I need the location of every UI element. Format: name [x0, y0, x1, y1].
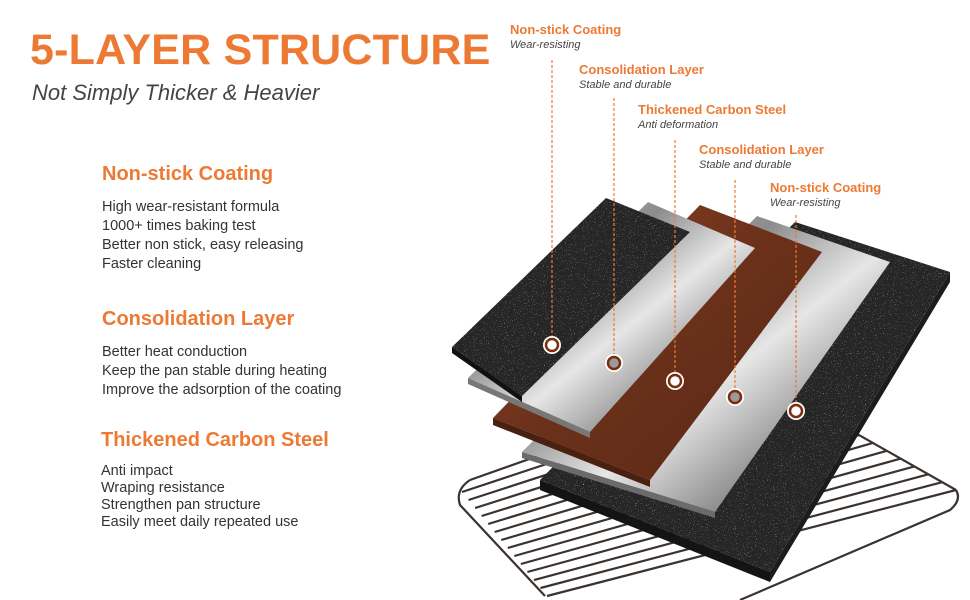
feature-item: Better non stick, easy releasing: [102, 237, 304, 253]
callout-subtitle: Anti deformation: [638, 119, 719, 131]
callout-thickened-carbon-steel: Thickened Carbon Steel Anti deformation: [638, 102, 786, 133]
feature-item: 1000+ times baking test: [102, 218, 256, 234]
section-thickened-carbon-steel: Thickened Carbon Steel Anti impact Wrapi…: [101, 429, 329, 531]
feature-item: Anti impact: [101, 463, 173, 479]
callout-subtitle: Stable and durable: [579, 79, 672, 91]
section-heading: Consolidation Layer: [102, 308, 295, 330]
callout-title: Non-stick Coating: [770, 180, 882, 195]
feature-item: Keep the pan stable during heating: [102, 363, 327, 379]
callout-title: Non-stick Coating: [510, 22, 622, 37]
feature-item: High wear-resistant formula: [102, 199, 280, 215]
callout-subtitle: Wear-resisting: [510, 39, 581, 51]
callout-title: Consolidation Layer: [579, 62, 704, 77]
page-title: 5-LAYER STRUCTURE: [30, 26, 491, 74]
feature-item: Strengthen pan structure: [101, 497, 261, 513]
section-heading: Non-stick Coating: [102, 163, 274, 185]
markers: [543, 336, 805, 420]
target-marker-icon: [666, 372, 684, 390]
target-marker-icon: [543, 336, 561, 354]
callout-subtitle: Stable and durable: [699, 159, 792, 171]
target-marker-icon: [605, 354, 623, 372]
feature-item: Faster cleaning: [102, 256, 202, 272]
leader-lines: [551, 60, 797, 404]
feature-item: Better heat conduction: [102, 344, 248, 360]
target-marker-icon: [726, 388, 744, 406]
callout-title: Consolidation Layer: [699, 142, 824, 157]
feature-list: Anti impact Wraping resistance Strengthe…: [101, 463, 329, 531]
target-marker-icon: [787, 402, 805, 420]
section-consolidation-layer: Consolidation Layer Better heat conducti…: [102, 308, 341, 400]
callout-title: Thickened Carbon Steel: [638, 102, 787, 117]
feature-item: Wraping resistance: [101, 480, 225, 496]
callout-non-stick-coating-top: Non-stick Coating Wear-resisting: [510, 22, 621, 53]
feature-list: High wear-resistant formula 1000+ times …: [102, 198, 304, 274]
feature-item: Easily meet daily repeated use: [101, 514, 299, 530]
section-heading: Thickened Carbon Steel: [101, 429, 329, 451]
feature-item: Improve the adsorption of the coating: [102, 382, 342, 398]
section-non-stick-coating: Non-stick Coating High wear-resistant fo…: [102, 163, 304, 274]
feature-list: Better heat conduction Keep the pan stab…: [102, 343, 341, 400]
callout-consolidation-layer-top: Consolidation Layer Stable and durable: [579, 62, 704, 93]
page-subtitle: Not Simply Thicker & Heavier: [32, 80, 320, 105]
callout-consolidation-layer-bottom: Consolidation Layer Stable and durable: [699, 142, 824, 173]
layer-non-stick-coating-top: [452, 198, 690, 402]
callout-subtitle: Wear-resisting: [770, 197, 841, 209]
callout-non-stick-coating-bottom: Non-stick Coating Wear-resisting: [770, 180, 881, 211]
